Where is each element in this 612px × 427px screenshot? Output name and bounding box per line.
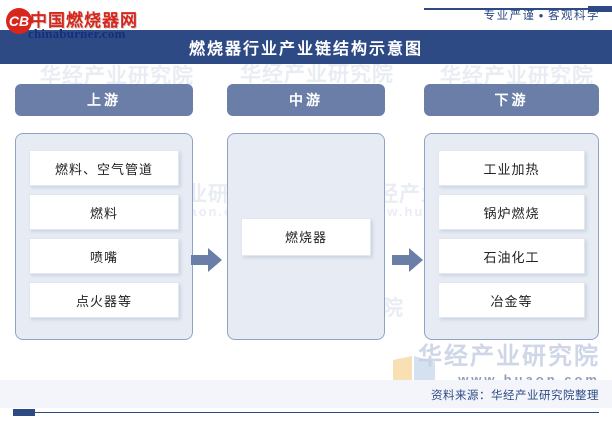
node-downstream-4[interactable]: 冶金等 <box>438 282 585 318</box>
source-note: 资料来源：华经产业研究院整理 <box>431 390 599 402</box>
node-downstream-1[interactable]: 工业加热 <box>438 150 585 186</box>
bottom-rule-tab <box>13 408 35 416</box>
column-midstream: 中游 燃烧器 <box>227 64 385 340</box>
slogan: 专业严谨●客观科学 <box>484 7 600 23</box>
top-rule <box>424 6 612 12</box>
value-chain-diagram: 上游 燃料、空气管道 燃料 喷嘴 点火器等 中游 燃烧器 下游 工业加热 锅炉燃… <box>0 64 612 407</box>
logo-domain-text: chinaburner.com <box>28 26 126 41</box>
bottom-rule <box>13 408 599 416</box>
column-body-midstream: 燃烧器 <box>227 133 385 340</box>
title-bar: 燃烧器行业产业链结构示意图 <box>0 30 612 64</box>
page-title: 燃烧器行业产业链结构示意图 <box>188 41 423 58</box>
column-body-upstream: 燃料、空气管道 燃料 喷嘴 点火器等 <box>15 133 193 340</box>
logo-badge-icon: CB <box>6 8 32 34</box>
column-header-midstream: 中游 <box>227 84 385 116</box>
column-body-downstream: 工业加热 锅炉燃烧 石油化工 冶金等 <box>424 133 599 340</box>
slogan-dot: ● <box>538 11 545 21</box>
node-downstream-2[interactable]: 锅炉燃烧 <box>438 194 585 230</box>
logo-chinese-text: 中国燃烧器网 <box>30 11 138 30</box>
node-upstream-2[interactable]: 燃料 <box>29 194 179 230</box>
site-logo[interactable]: CB 中国燃烧器网 chinaburner.com <box>6 6 146 42</box>
node-upstream-1[interactable]: 燃料、空气管道 <box>29 150 179 186</box>
column-header-downstream: 下游 <box>424 84 599 116</box>
node-upstream-4[interactable]: 点火器等 <box>29 282 179 318</box>
arrow-right-icon <box>191 248 222 272</box>
top-rule-tab <box>588 6 612 12</box>
slogan-right-text: 客观科学 <box>548 10 600 22</box>
footer-band <box>0 380 612 408</box>
slogan-left-text: 专业严谨 <box>483 10 536 22</box>
node-midstream-1[interactable]: 燃烧器 <box>241 217 371 256</box>
node-upstream-3[interactable]: 喷嘴 <box>29 238 179 274</box>
column-downstream: 下游 工业加热 锅炉燃烧 石油化工 冶金等 <box>424 64 599 340</box>
arrow-right-icon <box>392 248 423 272</box>
column-upstream: 上游 燃料、空气管道 燃料 喷嘴 点火器等 <box>15 64 193 340</box>
node-downstream-3[interactable]: 石油化工 <box>438 238 585 274</box>
column-header-upstream: 上游 <box>15 84 193 116</box>
